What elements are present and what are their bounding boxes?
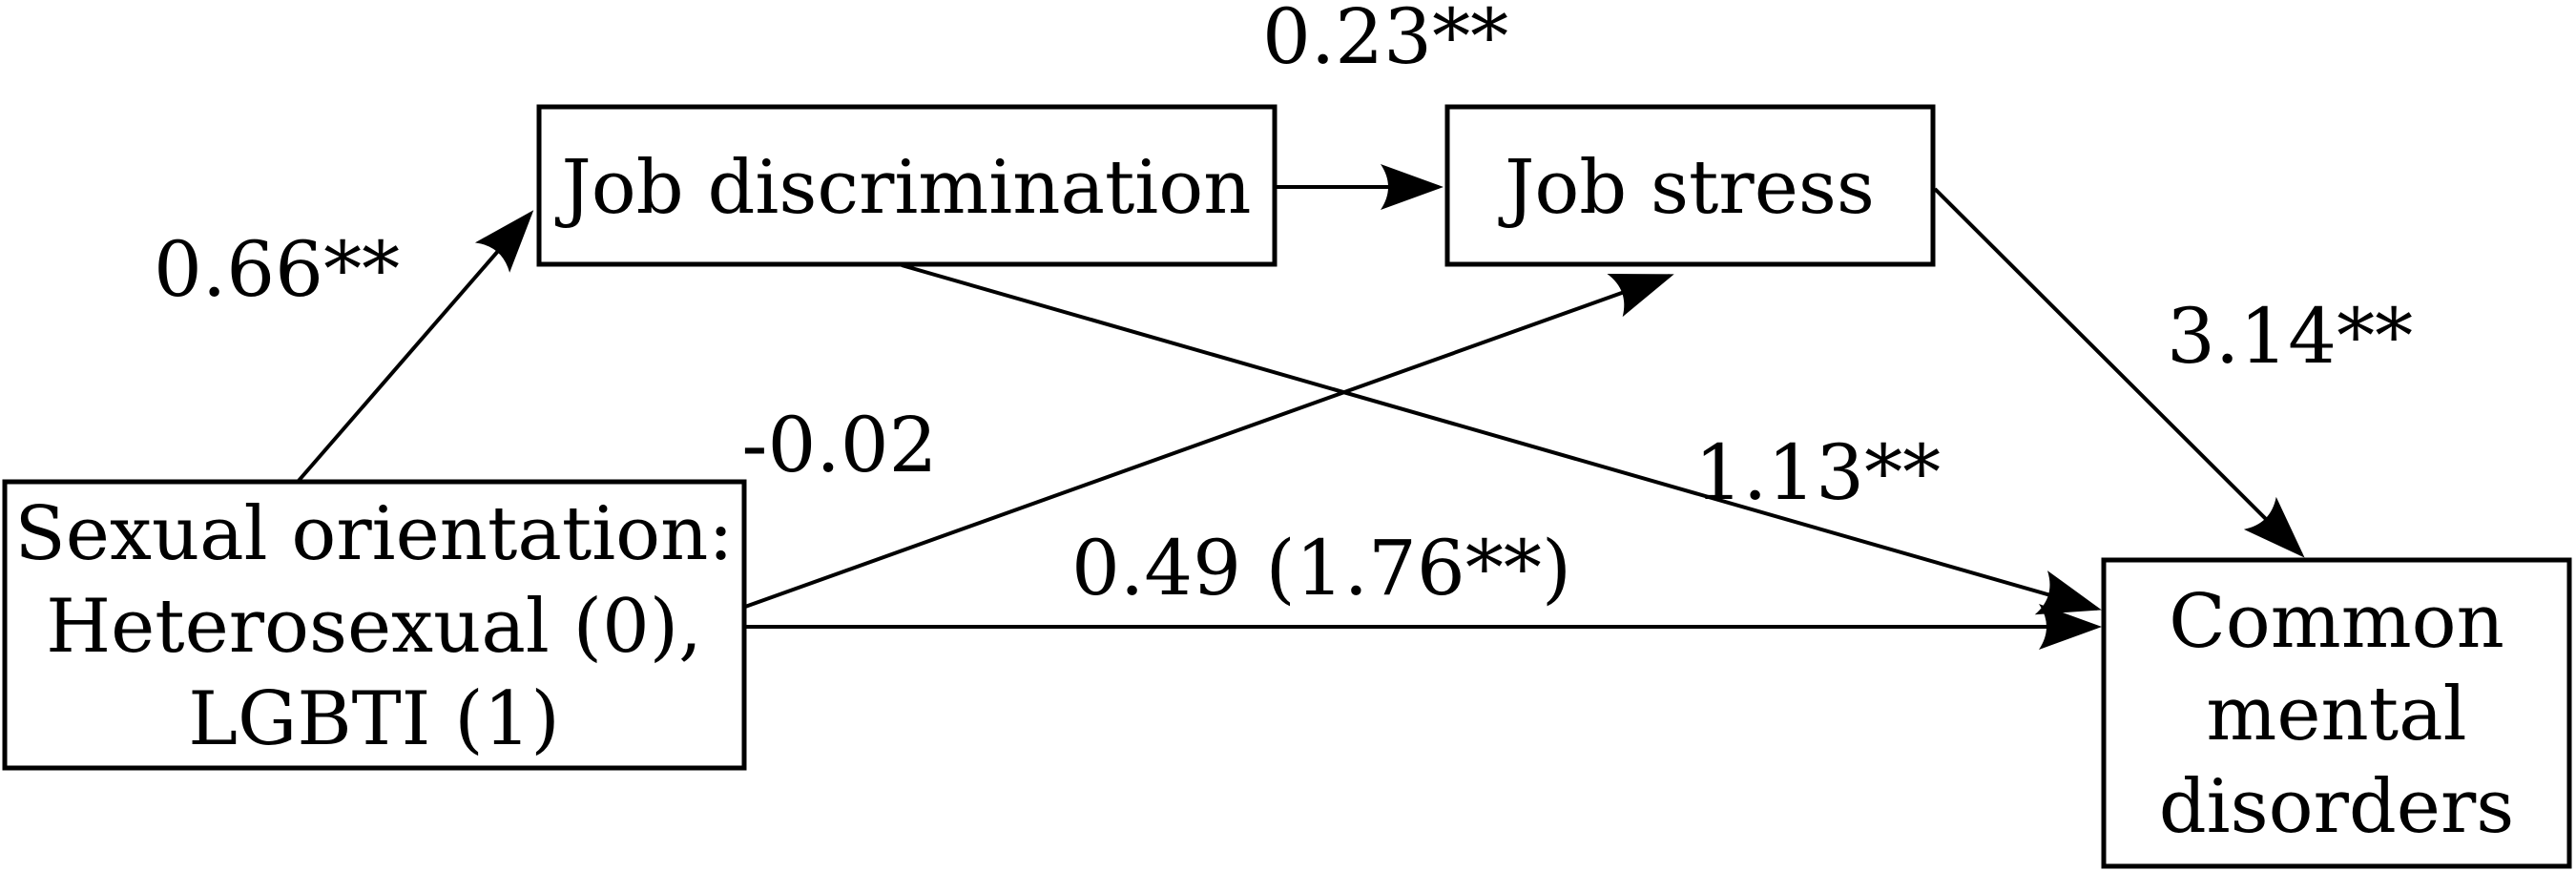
coefficient-so-cmd-direct-total: 0.49 (1.76**) (1071, 524, 1571, 612)
coefficient-so-js: -0.02 (741, 401, 937, 489)
node-common-mental-disorders-label-line1: Common (2169, 579, 2504, 665)
node-job-discrimination-box (536, 104, 1278, 267)
node-common-mental-disorders: Common mental disorders (2101, 557, 2572, 869)
node-sexual-orientation-box (2, 479, 747, 771)
coefficient-jd-cmd: 1.13** (1694, 428, 1941, 517)
node-sexual-orientation-label-line2: Heterosexual (0), (46, 584, 702, 670)
coefficient-so-jd: 0.66** (154, 225, 400, 314)
node-job-stress-box (1444, 104, 1936, 267)
coefficient-js-cmd: 3.14** (2167, 292, 2413, 381)
node-common-mental-disorders-box (2101, 557, 2572, 869)
node-job-discrimination-label: Job discrimination (555, 145, 1252, 231)
node-sexual-orientation-label-line1: Sexual orientation: (14, 491, 733, 577)
coefficient-jd-js: 0.23** (1262, 0, 1508, 81)
node-job-stress-label: Job stress (1498, 145, 1875, 231)
edge-job-discrimination-to-common-mental-disorders (901, 263, 2102, 615)
node-sexual-orientation: Sexual orientation: Heterosexual (0), LG… (2, 479, 747, 771)
node-job-stress: Job stress (1444, 104, 1936, 267)
node-common-mental-disorders-label-line2: mental (2206, 672, 2466, 757)
edge-sexual-orientation-to-job-stress (744, 273, 1674, 609)
node-common-mental-disorders-label-line3: disorders (2159, 764, 2515, 850)
node-job-discrimination: Job discrimination (536, 104, 1278, 267)
edge-job-stress-to-common-mental-disorders (1933, 187, 2305, 558)
edge-sexual-orientation-to-job-discrimination (296, 210, 534, 484)
node-sexual-orientation-label-line3: LGBTI (1) (188, 676, 560, 762)
